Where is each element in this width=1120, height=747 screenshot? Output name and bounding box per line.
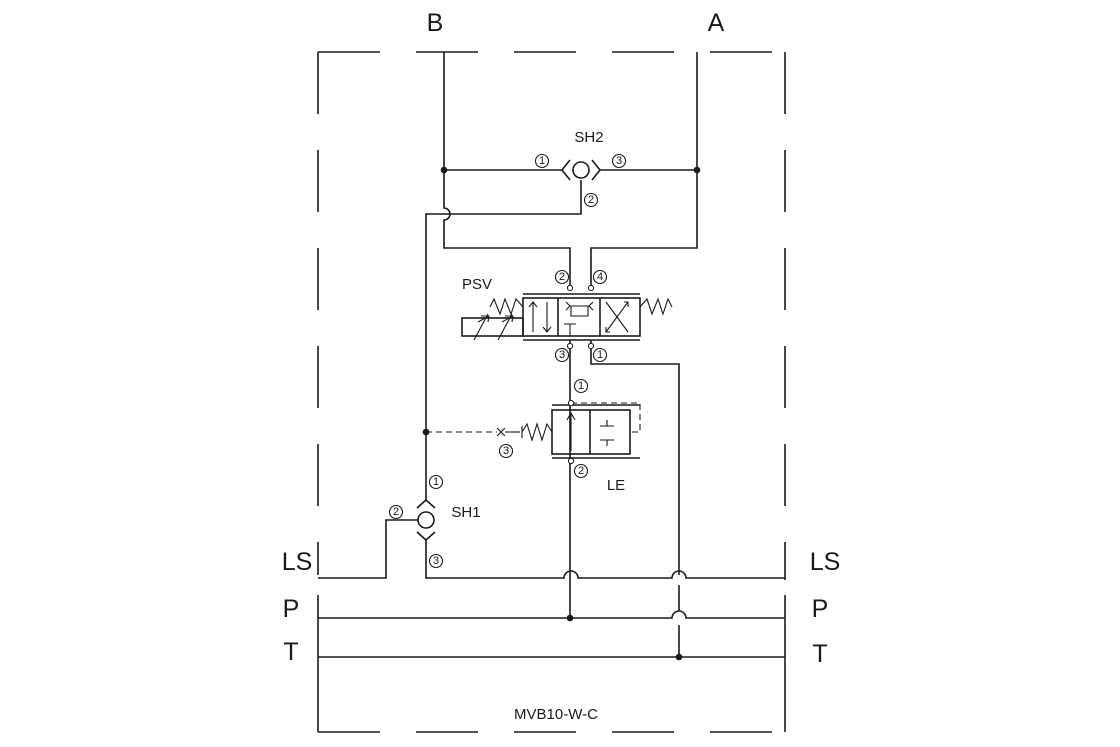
le-port-1: 1 [578,380,584,392]
le-port-2: 2 [578,465,584,477]
sh2-port-1: 1 [539,155,545,167]
sh1-shuttle-valve [318,498,785,579]
psv-label: PSV [462,276,492,293]
psv-port-2: 2 [559,271,565,283]
le-port-3: 3 [503,445,509,457]
psv-spool-valve [461,284,680,620]
sh1-port-2: 2 [393,506,399,518]
psv-port-3: 3 [559,349,565,361]
sh2-port-3: 3 [616,155,622,167]
port-ls-right-label: LS [810,548,841,576]
port-b-label: B [427,9,444,37]
sh2-shuttle-valve [425,159,602,500]
port-a-label: A [708,9,725,37]
sh1-port-3: 3 [433,555,439,567]
sh2-port-2: 2 [588,194,594,206]
sh1-port-1: 1 [433,476,439,488]
work-port-lines [440,52,701,288]
sh1-label: SH1 [451,504,480,521]
psv-port-4: 4 [597,271,603,283]
model-label: MVB10-W-C [514,706,598,723]
psv-port-1: 1 [597,349,603,361]
block-outline [317,51,786,733]
le-compensator [422,399,641,465]
le-label: LE [607,477,625,494]
supply-lines [318,585,785,661]
port-ls-left-label: LS [282,548,313,576]
port-t-right-label: T [812,640,827,668]
port-p-left-label: P [283,595,300,623]
port-p-right-label: P [812,595,829,623]
sh2-label: SH2 [574,129,603,146]
port-number-markers: 1 3 2 2 4 3 1 1 2 3 1 2 3 [388,153,627,569]
port-t-left-label: T [283,638,298,666]
